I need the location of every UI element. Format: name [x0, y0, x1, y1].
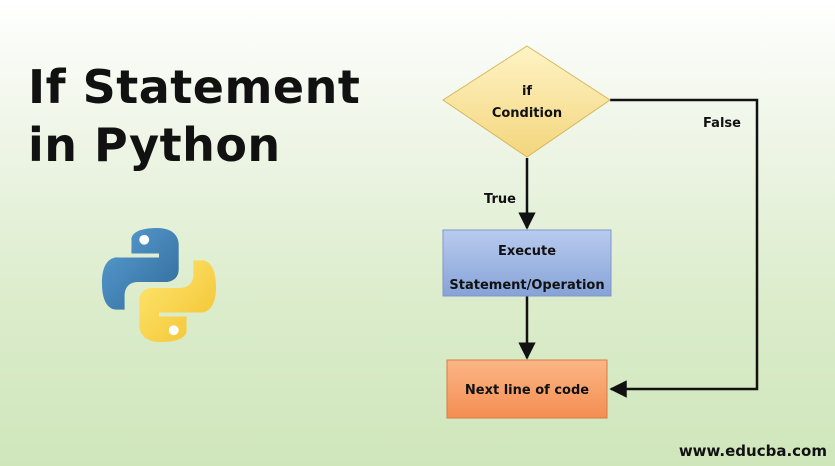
watermark: www.educba.com [678, 442, 827, 460]
process-label-line-1: Execute [498, 244, 556, 259]
process-box [442, 229, 612, 297]
next-line-label: Next line of code [465, 383, 589, 398]
true-branch-label: True [484, 192, 516, 207]
python-logo-eye-top [139, 234, 150, 245]
decision-diamond [442, 45, 611, 158]
false-connector [609, 98, 759, 398]
page-title-line-1: If Statement [28, 60, 361, 114]
page-title: If Statement in Python [28, 58, 360, 174]
decision-label-line-2: Condition [492, 106, 562, 121]
next-line-box [446, 359, 608, 419]
python-logo-icon [101, 227, 217, 343]
python-logo-blue-snake [101, 227, 179, 310]
python-logo-eye-bottom [168, 325, 179, 336]
process-label-line-2: Statement/Operation [449, 278, 604, 293]
page-title-line-2: in Python [28, 118, 281, 172]
decision-label-line-1: if [522, 84, 532, 99]
python-logo-yellow-snake [139, 260, 217, 343]
false-branch-label: False [703, 116, 741, 131]
